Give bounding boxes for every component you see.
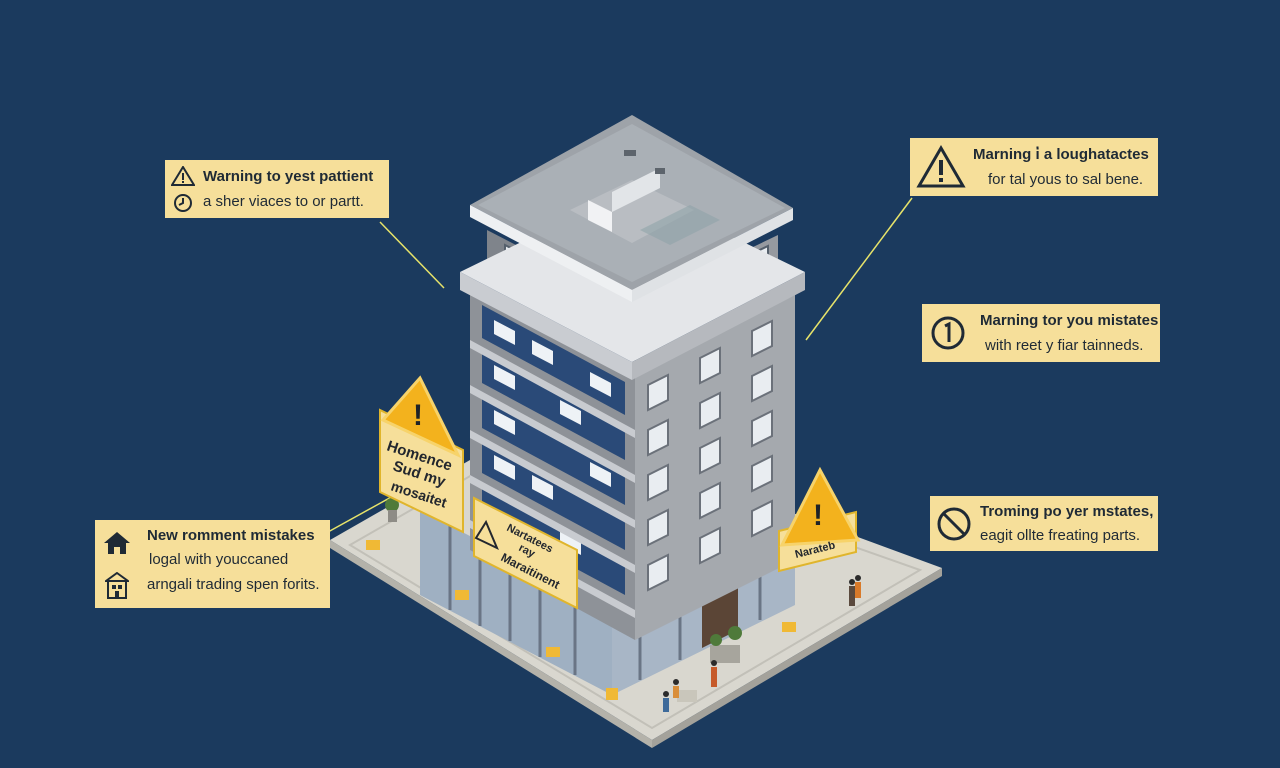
callout-top-left: Warning to yest pattient a sher viaces t…	[165, 160, 389, 218]
rooftop-unit	[570, 180, 694, 243]
callout-mid-right-line1: Marning tor you mistates	[980, 312, 1159, 329]
leader-lines	[327, 197, 913, 533]
callout-top-right-line1: Marning i̇ a loughatactes	[973, 146, 1149, 163]
callout-bottom-left: New romment mistakes logal with youccane…	[95, 520, 330, 608]
callout-bottom-right-line1: Troming po yer mstates,	[980, 503, 1154, 520]
warning-triangle-icon	[916, 145, 966, 188]
callout-bottom-right: Troming po yer mstates, eagit ollte frea…	[930, 496, 1158, 551]
site-details	[366, 498, 861, 712]
right-warning-sign: ! Narateb	[778, 466, 861, 573]
prohibited-icon	[937, 507, 971, 541]
callout-bottom-right-line2: eagit ollte freating parts.	[980, 527, 1141, 544]
building-icon	[105, 572, 129, 599]
callout-top-right: Marning i̇ a loughatactes for tal yous t…	[910, 138, 1158, 196]
callout-bottom-left-line2: logal with youccaned	[149, 551, 289, 568]
person-figure	[663, 575, 861, 712]
svg-text:!: !	[413, 399, 423, 432]
warning-triangle-icon	[171, 166, 195, 186]
info-circle-icon	[931, 316, 965, 350]
callout-top-right-line2: for tal yous to sal bene.	[988, 171, 1144, 188]
callout-bottom-left-line1: New romment mistakes	[147, 527, 315, 544]
front-sign-warning-icon	[474, 519, 499, 551]
svg-text:!: !	[813, 499, 823, 532]
clock-icon	[174, 194, 192, 212]
callout-mid-right-line2: with reet y fiar tainneds.	[985, 337, 1144, 354]
right-sign-warning-icon	[779, 466, 861, 547]
callout-bottom-left-line3: arngali trading spen forits.	[147, 576, 320, 593]
callout-top-left-line1: Warning to yest pattient	[203, 168, 374, 185]
tower-right-windows	[647, 319, 773, 592]
left-sign-warning-icon	[380, 375, 462, 459]
callout-mid-right: Marning tor you mistates with reet y fia…	[922, 304, 1160, 362]
callout-top-left-line2: a sher viaces to or partt.	[203, 193, 364, 210]
house-icon	[104, 532, 130, 554]
left-warning-sign: ! Homence Sud my mosaitet	[379, 375, 464, 534]
